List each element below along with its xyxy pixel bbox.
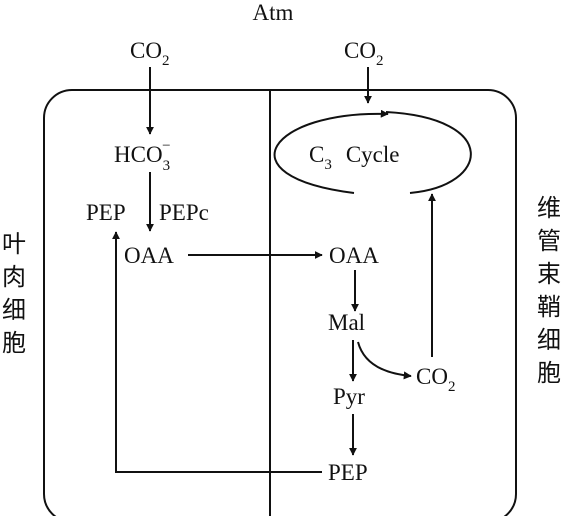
- pep-left-label: PEP: [86, 200, 126, 225]
- side-char: 束: [537, 260, 561, 288]
- arrow-pep-return: [112, 231, 322, 473]
- side-char: 细: [2, 296, 26, 324]
- side-char: 肉: [2, 263, 26, 291]
- c3-cycle-arc-left: [273, 109, 389, 194]
- side-char: 细: [537, 326, 561, 354]
- pyr-label: Pyr: [333, 384, 365, 409]
- oaa-left-label: OAA: [124, 243, 174, 268]
- side-char: 维: [537, 194, 561, 222]
- co2-release-label: CO2: [416, 364, 455, 395]
- pep-right-label: PEP: [328, 460, 368, 485]
- bundle-sheath-cell-label: 维 管 束 鞘 细 胞: [537, 194, 561, 387]
- arrow-mal-to-co2: [357, 341, 412, 380]
- cell-boundary: [43, 89, 517, 516]
- side-char: 胞: [2, 329, 26, 357]
- c3-cycle-arc-right: [385, 111, 472, 194]
- hco3-label: HCO3−: [114, 138, 171, 174]
- oaa-right-label: OAA: [329, 243, 379, 268]
- side-char: 鞘: [537, 293, 561, 321]
- mal-label: Mal: [328, 310, 365, 335]
- co2-left-label: CO2: [130, 38, 169, 69]
- atm-label: Atm: [253, 0, 294, 25]
- co2-right-label: CO2: [344, 38, 383, 69]
- side-char: 叶: [2, 230, 26, 258]
- mesophyll-cell-label: 叶 肉 细 胞: [2, 230, 26, 357]
- pepc-label: PEPc: [159, 200, 209, 225]
- side-char: 管: [537, 227, 561, 255]
- side-char: 胞: [537, 359, 561, 387]
